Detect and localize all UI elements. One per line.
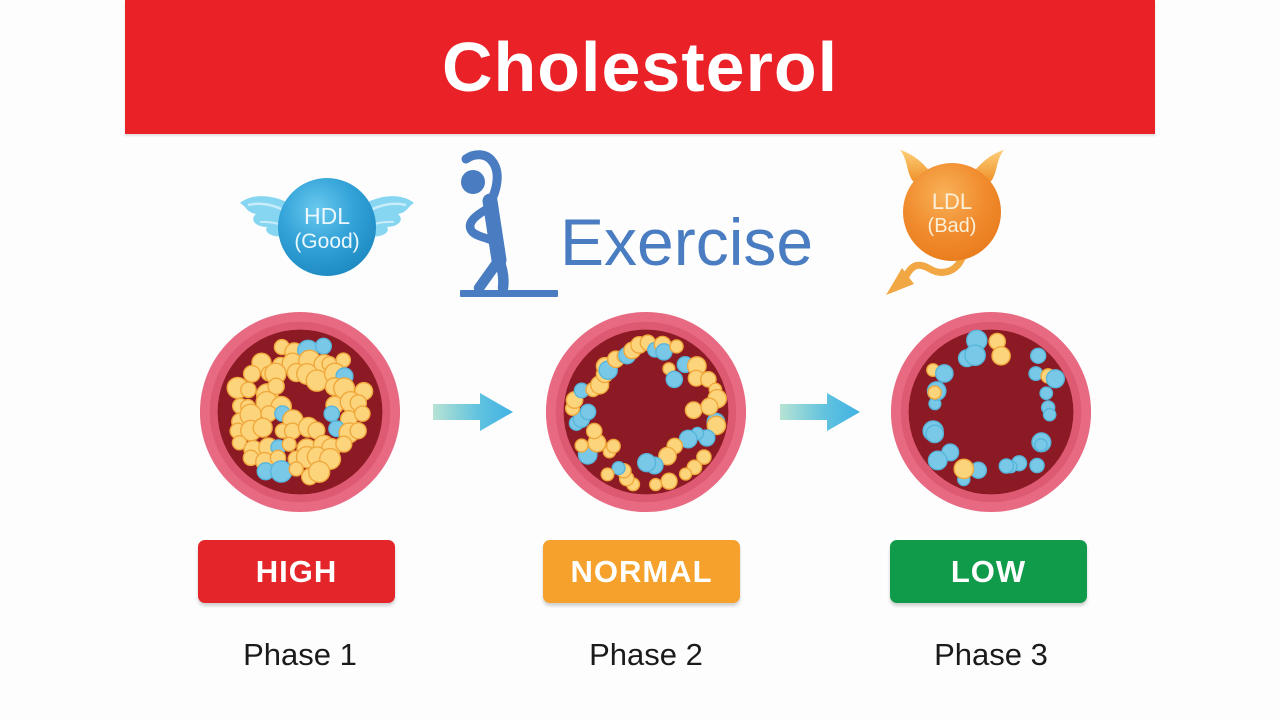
level-badge-normal: NORMAL bbox=[543, 540, 740, 603]
ldl-label-line1: LDL bbox=[932, 189, 972, 214]
devil-tail-icon bbox=[886, 254, 966, 295]
level-badge-low: LOW bbox=[890, 540, 1087, 603]
phase-label-2: Phase 2 bbox=[589, 637, 703, 672]
exercise-person-icon bbox=[460, 150, 558, 297]
arrow-right-icon bbox=[780, 393, 860, 431]
blood-vessel-phase-2 bbox=[545, 311, 747, 513]
phase-label-1: Phase 1 bbox=[243, 637, 357, 672]
page-title: Cholesterol bbox=[441, 28, 839, 106]
blood-vessel-phase-1 bbox=[199, 311, 401, 513]
arrow-right-icon bbox=[433, 393, 513, 431]
blood-vessel-phase-3 bbox=[890, 311, 1092, 513]
exercise-label: Exercise bbox=[560, 205, 814, 279]
hdl-label-line1: HDL bbox=[304, 203, 350, 229]
level-badge-high: HIGH bbox=[198, 540, 395, 603]
ldl-label-line2: (Bad) bbox=[928, 215, 977, 237]
title-banner: Cholesterol bbox=[125, 0, 1155, 134]
ground-line bbox=[460, 290, 558, 297]
hdl-circle bbox=[278, 178, 376, 276]
person-head bbox=[461, 170, 485, 194]
phase-label-3: Phase 3 bbox=[934, 637, 1048, 672]
ldl-bad-badge: LDL (Bad) bbox=[886, 150, 1004, 295]
ldl-circle bbox=[903, 163, 1001, 261]
hdl-label-line2: (Good) bbox=[294, 230, 359, 253]
hdl-good-badge: HDL (Good) bbox=[238, 178, 416, 276]
